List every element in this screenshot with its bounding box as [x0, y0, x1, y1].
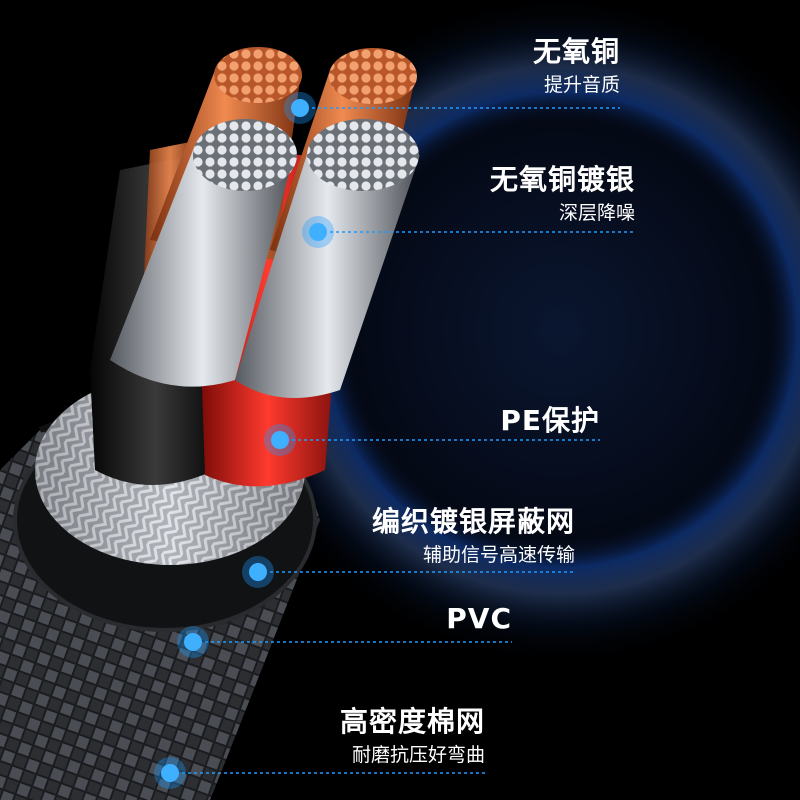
layer-title: PVC	[446, 602, 512, 635]
label-oxygen-free-copper: 无氧铜 提升音质	[533, 38, 620, 95]
label-silver-plated-copper: 无氧铜镀银 深层降噪	[490, 166, 635, 223]
layer-subtitle: 深层降噪	[558, 202, 635, 224]
silver-plated-cores	[110, 119, 420, 398]
label-pe-protection: PE保护	[500, 407, 600, 435]
layer-title: 无氧铜	[532, 35, 620, 68]
layer-subtitle: 辅助信号高速传输	[422, 544, 575, 566]
label-cotton-mesh: 高密度棉网 耐磨抗压好弯曲	[340, 708, 485, 765]
label-pvc: PVC	[446, 605, 512, 633]
layer-title: 高密度棉网	[339, 705, 485, 738]
layer-title: 无氧铜镀银	[489, 163, 635, 196]
label-braided-shield: 编织镀银屏蔽网 辅助信号高速传输	[372, 508, 575, 565]
callout-markers	[154, 92, 334, 789]
callout-lines	[170, 107, 635, 774]
layer-subtitle: 提升音质	[543, 74, 620, 96]
layer-title: 编织镀银屏蔽网	[371, 505, 575, 538]
layer-subtitle: 耐磨抗压好弯曲	[351, 744, 485, 766]
layer-title: PE保护	[500, 404, 600, 437]
